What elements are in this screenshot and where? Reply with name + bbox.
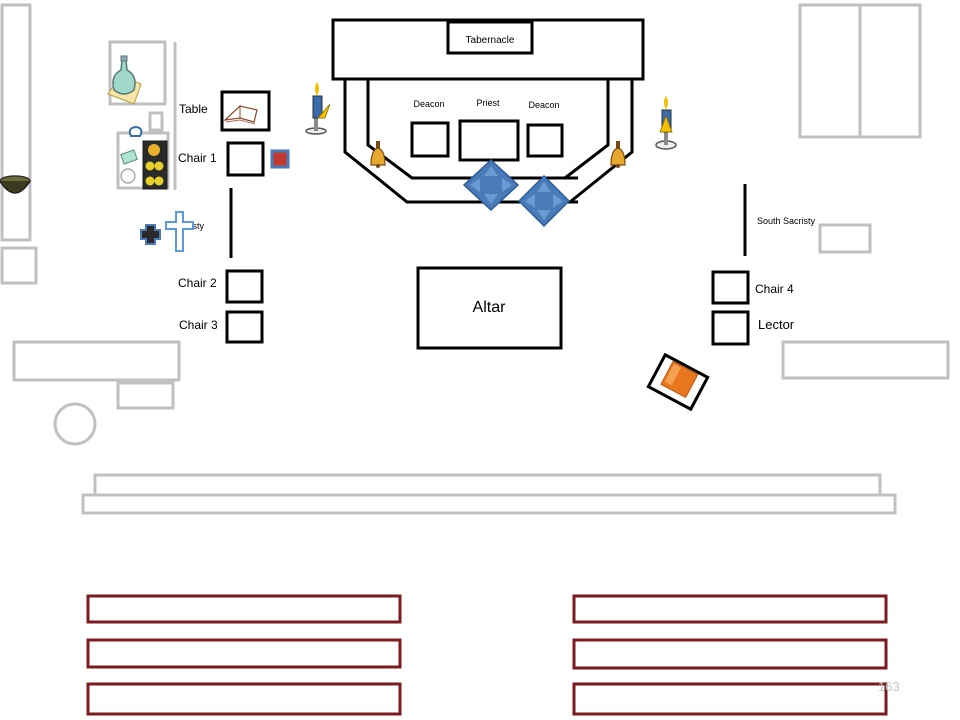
deacon-right-seat	[526, 123, 564, 158]
page-number: 163	[878, 679, 900, 694]
chair1-box	[226, 141, 265, 177]
south-wide-bench	[781, 340, 950, 380]
candle-left-icon	[305, 82, 331, 135]
deacon-left-seat	[410, 121, 450, 158]
left-small-box	[0, 246, 38, 285]
deacon-right-label: Deacon	[528, 100, 559, 110]
bowl-icon	[0, 175, 31, 194]
chair4-box	[711, 270, 750, 305]
cruets-tray-icon	[120, 125, 168, 190]
priest-seat	[458, 119, 520, 162]
chair2-label: Chair 2	[178, 276, 217, 290]
platform-outer-right	[569, 79, 634, 204]
lectionary-icon	[646, 352, 710, 412]
bell-right-icon	[610, 141, 626, 168]
bell-left-icon	[370, 141, 386, 168]
communion-rail-bottom	[81, 493, 897, 515]
candle-right-icon	[655, 96, 677, 150]
tabernacle-label: Tabernacle	[466, 35, 515, 46]
south-sacristy-label: South Sacristy	[757, 216, 816, 226]
platform-inner-right	[564, 79, 610, 180]
lector-box	[711, 310, 750, 346]
font-circle	[53, 402, 97, 446]
pew-left-3	[86, 682, 402, 716]
chair1-label: Chair 1	[178, 151, 217, 165]
altar-box	[416, 266, 563, 350]
water-cruet-icon	[107, 55, 142, 105]
book-icon	[223, 105, 258, 125]
platform-inner-left	[366, 79, 578, 180]
lector-label: Lector	[758, 317, 795, 332]
altar-label: Altar	[473, 299, 507, 316]
deacon-left-label: Deacon	[413, 99, 444, 109]
reredos	[331, 18, 645, 81]
position-marker-priest-icon	[462, 158, 520, 212]
position-marker-deacon-icon	[517, 174, 571, 228]
table-label: Table	[179, 102, 208, 116]
pew-right-1	[572, 594, 888, 624]
south-small-box	[818, 223, 872, 254]
credence-shelf	[108, 40, 167, 106]
chair2-box	[225, 269, 264, 304]
pew-right-3	[572, 682, 888, 716]
pew-right-2	[572, 638, 888, 670]
pew-left-1	[86, 594, 402, 624]
chair3-label: Chair 3	[179, 318, 218, 332]
left-wall-panel	[0, 3, 32, 242]
thurible-marker-icon	[140, 224, 161, 245]
priest-label: Priest	[476, 98, 500, 108]
pew-left-2	[86, 638, 402, 669]
communion-rail-top	[93, 473, 882, 497]
credence-small-box	[148, 111, 164, 132]
processional-cross-icon	[165, 211, 194, 252]
chair4-label: Chair 4	[755, 282, 794, 296]
chair3-box	[225, 310, 264, 344]
table-box	[220, 90, 271, 132]
server-marker-icon	[270, 149, 290, 169]
north-small-bench	[116, 381, 175, 410]
tabernacle-box	[446, 20, 534, 55]
north-wide-bench	[12, 340, 181, 382]
